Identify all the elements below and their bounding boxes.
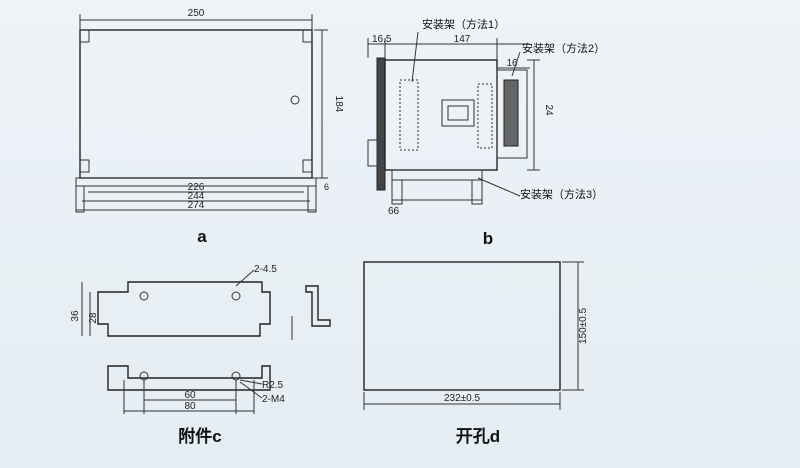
leader-line (411, 31, 419, 83)
hole (139, 371, 149, 381)
bottom-flange (75, 177, 317, 187)
corner-mark (79, 29, 90, 43)
attachment-top-view (97, 281, 271, 337)
dim-h2-label: 28 (88, 312, 99, 324)
leader-line (477, 177, 521, 197)
dim-height-label: 184 (333, 96, 344, 113)
figure-d: 150±0.5 232±0.5 开孔d (363, 261, 589, 446)
plate-clip (367, 139, 378, 167)
dim-h1-label: 36 (70, 310, 81, 322)
dim-bottom-1-label: 226 (188, 182, 205, 193)
bracket-slot (503, 79, 519, 147)
bracket-method2 (496, 69, 528, 159)
dim-bottom-2-label: 244 (188, 191, 205, 202)
flange-leg-right (307, 185, 317, 213)
figure-c: 2-4.5 36 28 60 80 R2.5 2-M4 附件c (70, 264, 331, 446)
attachment-side-view (305, 285, 331, 327)
caption-a: a (197, 227, 207, 246)
dim-r-label: R2.5 (262, 380, 284, 391)
hole (231, 371, 241, 381)
mount-hole (290, 95, 300, 105)
caption-b: b (483, 229, 493, 248)
corner-mark (302, 29, 313, 43)
dim-side-label: 24 (543, 104, 554, 116)
label-method1: 安装架（方法1） (422, 17, 505, 31)
figure-b: 16.5 147 16 24 66 安装架（方法1） 安装架（方法2） 安装架（… (367, 17, 605, 248)
leader-line (239, 381, 263, 399)
corner-mark (302, 159, 313, 173)
front-plate (376, 57, 386, 191)
hole (231, 291, 241, 301)
dim-tick-label: 6 (324, 182, 329, 192)
flange-leg-left (75, 185, 85, 213)
dim-left-label: 16.5 (372, 34, 392, 45)
leader-line (239, 379, 263, 385)
dim-m-label: 2-M4 (262, 394, 285, 405)
dim-outer-label: 80 (184, 401, 196, 412)
center-window (441, 99, 475, 127)
hole (139, 291, 149, 301)
dim-bottom-label: 66 (388, 206, 400, 217)
dim-top-label: 147 (454, 34, 471, 45)
dim-right-label: 16 (506, 58, 518, 69)
cutout-rect (363, 261, 561, 391)
terminal-block-left (399, 79, 419, 151)
bracket-method3 (391, 169, 483, 181)
corner-mark (79, 159, 90, 173)
dim-width-label: 232±0.5 (444, 393, 481, 404)
dim-hole-top-label: 2-4.5 (254, 264, 277, 275)
leader-line (511, 51, 521, 77)
label-method2: 安装架（方法2） (522, 41, 605, 55)
device-body (384, 59, 498, 171)
caption-d: 开孔d (456, 427, 500, 446)
panel-front-view (79, 29, 313, 179)
dim-width-label: 250 (188, 8, 205, 19)
figure-a: 250 184 6 226 244 274 a (75, 8, 344, 246)
attachment-bottom-view (107, 365, 271, 391)
leader-line (235, 269, 255, 287)
terminal-block-right (477, 83, 493, 149)
dim-height-label: 150±0.5 (578, 308, 589, 345)
caption-c: 附件c (178, 426, 221, 446)
dim-inner-label: 60 (184, 390, 196, 401)
label-method3: 安装架（方法3） (520, 187, 603, 201)
dim-bottom-3-label: 274 (188, 200, 205, 211)
